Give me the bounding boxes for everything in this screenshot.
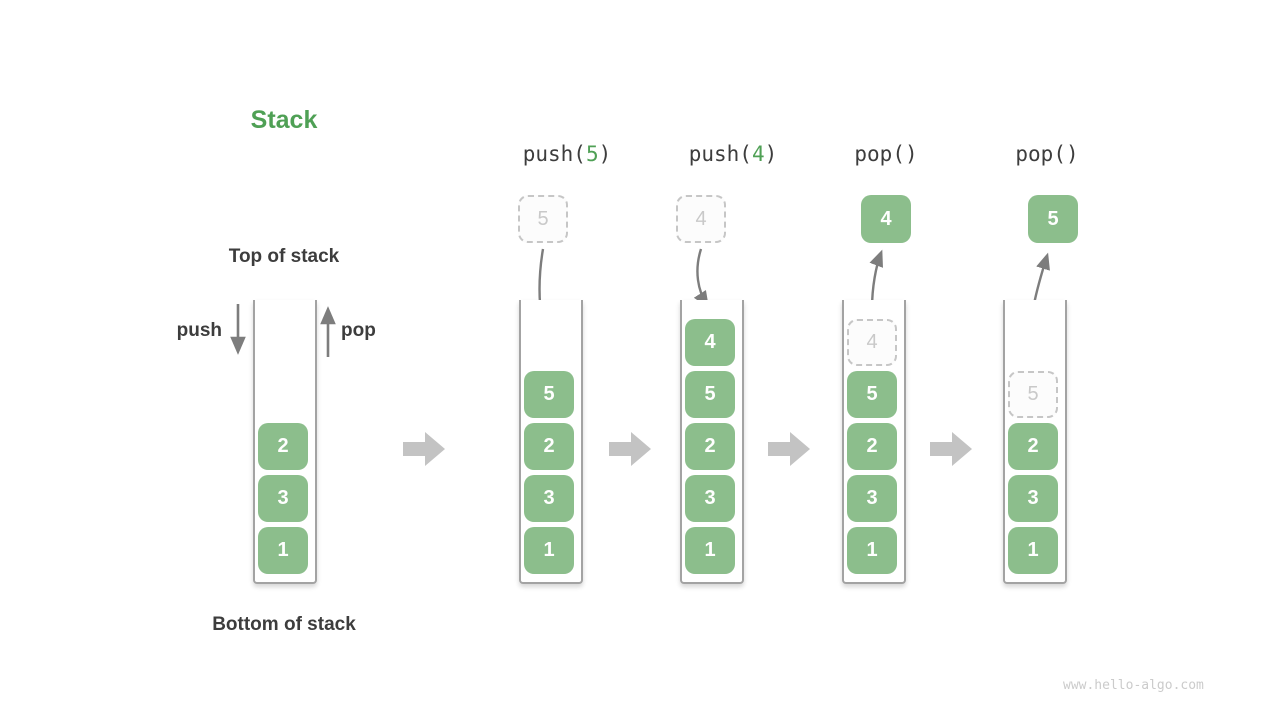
operation-label-pop1: pop() xyxy=(786,142,986,166)
op-arg: 5 xyxy=(585,142,599,166)
stack-block: 1 xyxy=(524,527,574,574)
stack-block: 3 xyxy=(847,475,897,522)
stack-container-after-pop1: 4 5 2 3 1 xyxy=(842,300,906,584)
operation-label-push5: push(5) xyxy=(467,142,667,166)
stack-container-after-push5: 5 2 3 1 xyxy=(519,300,583,584)
push-motion-arrow-icon xyxy=(693,248,709,309)
stack-block: 1 xyxy=(847,527,897,574)
top-of-stack-label: Top of stack xyxy=(228,246,340,267)
stack-block: 2 xyxy=(524,423,574,470)
op-arg: 4 xyxy=(751,142,765,166)
pop-label: pop xyxy=(341,320,376,341)
flow-arrow-icon xyxy=(930,432,972,466)
stack-block: 2 xyxy=(685,423,735,470)
flow-arrow-icon xyxy=(609,432,651,466)
stack-container-initial: 2 3 1 xyxy=(253,300,317,584)
stack-block: 3 xyxy=(1008,475,1058,522)
stack-container-after-pop2: 5 2 3 1 xyxy=(1003,300,1067,584)
stack-block: 2 xyxy=(258,423,308,470)
stack-block: 3 xyxy=(685,475,735,522)
op-text: push( xyxy=(522,142,586,166)
op-text: ) xyxy=(598,142,612,166)
flow-arrow-icon xyxy=(403,432,445,466)
floating-value-popped: 5 xyxy=(1028,195,1078,243)
floating-value-ghost: 5 xyxy=(518,195,568,243)
op-text: ) xyxy=(764,142,778,166)
stack-ghost-block: 5 xyxy=(1008,371,1058,418)
flow-arrow-icon xyxy=(768,432,810,466)
push-label: push xyxy=(176,320,222,341)
watermark: www.hello-algo.com xyxy=(1063,678,1204,693)
stack-ghost-block: 4 xyxy=(847,319,897,366)
stack-block: 2 xyxy=(1008,423,1058,470)
stack-block: 3 xyxy=(258,475,308,522)
op-text: pop() xyxy=(1015,142,1079,166)
stack-container-after-push4: 4 5 2 3 1 xyxy=(680,300,744,584)
stack-block: 5 xyxy=(685,371,735,418)
diagram-title: Stack xyxy=(250,106,318,134)
stack-block: 5 xyxy=(524,371,574,418)
bottom-of-stack-label: Bottom of stack xyxy=(212,614,356,635)
stack-block: 1 xyxy=(258,527,308,574)
op-text: pop() xyxy=(854,142,918,166)
stack-block: 2 xyxy=(847,423,897,470)
stack-block: 1 xyxy=(1008,527,1058,574)
operation-label-pop2: pop() xyxy=(947,142,1147,166)
stack-block: 5 xyxy=(847,371,897,418)
floating-value-ghost: 4 xyxy=(676,195,726,243)
stack-block: 1 xyxy=(685,527,735,574)
floating-value-popped: 4 xyxy=(861,195,911,243)
op-text: push( xyxy=(688,142,752,166)
stack-block: 4 xyxy=(685,319,735,366)
operation-label-push4: push(4) xyxy=(633,142,833,166)
stack-block: 3 xyxy=(524,475,574,522)
